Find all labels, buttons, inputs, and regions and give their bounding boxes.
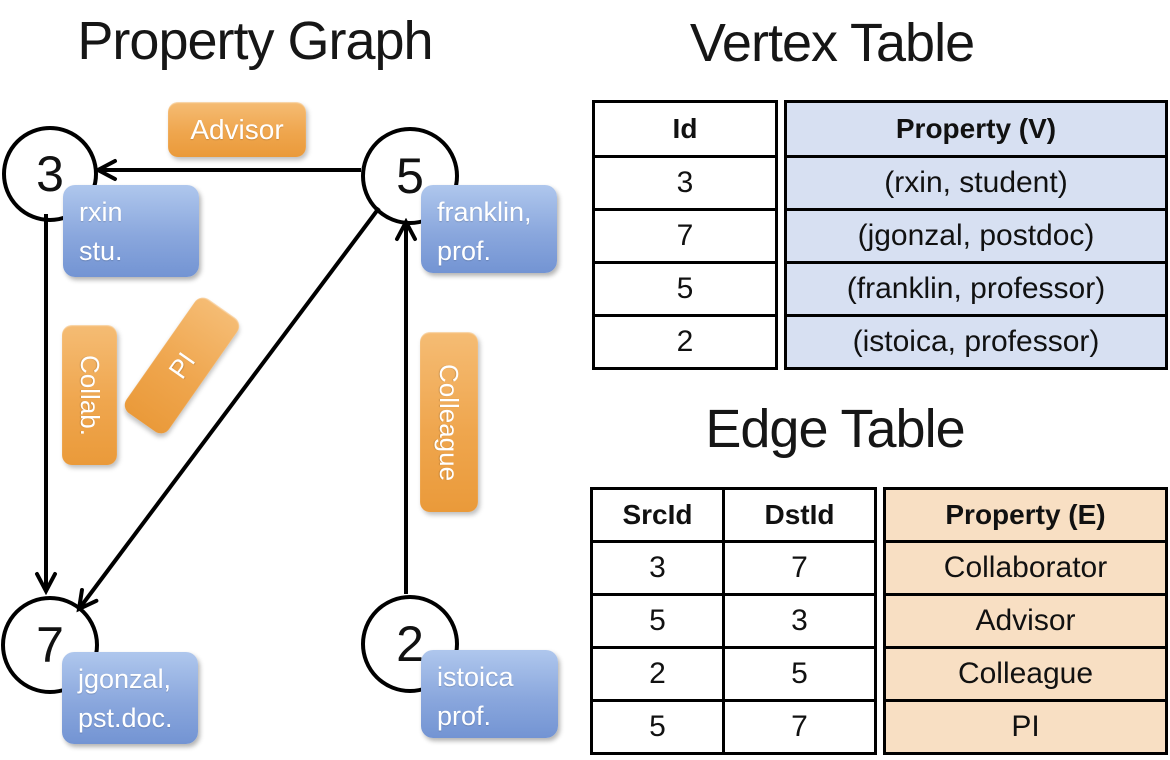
vertex-table-property-column: Property (V)(rxin, student)(jgonzal, pos… xyxy=(784,100,1168,370)
vertex-label-franklin: franklin, prof. xyxy=(421,185,557,273)
table-cell: (rxin, student) xyxy=(784,155,1168,211)
table-cell: 7 xyxy=(592,208,778,264)
node-id: 3 xyxy=(36,146,64,202)
node-id: 7 xyxy=(36,617,64,673)
table-cell: 5 xyxy=(722,646,877,702)
table-cell: 2 xyxy=(592,314,778,370)
column-header: Property (E) xyxy=(883,487,1168,543)
table-row: PI xyxy=(883,699,1168,755)
table-row: Colleague xyxy=(883,646,1168,702)
table-row: (rxin, student) xyxy=(784,155,1168,211)
property-graph-title: Property Graph xyxy=(77,11,433,71)
column-header: DstId xyxy=(722,487,877,543)
column-header: SrcId xyxy=(590,487,725,543)
table-cell: (istoica, professor) xyxy=(784,314,1168,370)
table-cell: (jgonzal, postdoc) xyxy=(784,208,1168,264)
table-cell: 5 xyxy=(590,593,725,649)
table-row: (franklin, professor) xyxy=(784,261,1168,317)
table-cell: Collaborator xyxy=(883,540,1168,596)
vertex-table-title: Vertex Table xyxy=(689,13,975,73)
table-row: 2 xyxy=(592,314,778,370)
node-id: 5 xyxy=(396,148,424,204)
table-cell: 3 xyxy=(590,540,725,596)
table-cell: 7 xyxy=(722,540,877,596)
table-header-row: Property (V) xyxy=(784,100,1168,158)
table-cell: 5 xyxy=(592,261,778,317)
property-graph-panel: Property Graph 3 5 7 2 rxin stu. frankli… xyxy=(0,0,580,760)
table-row: Collaborator xyxy=(883,540,1168,596)
table-cell: 7 xyxy=(722,699,877,755)
edge-table-title: Edge Table xyxy=(705,399,965,459)
table-cell: Advisor xyxy=(883,593,1168,649)
table-cell: (franklin, professor) xyxy=(784,261,1168,317)
table-cell: 3 xyxy=(592,155,778,211)
edge-label-colleague: Colleague xyxy=(420,332,478,512)
table-header-row: Id xyxy=(592,100,778,158)
table-row: Advisor xyxy=(883,593,1168,649)
edge-label-advisor: Advisor xyxy=(168,102,306,157)
vertex-label-istoica: istoica prof. xyxy=(421,650,558,738)
table-row: 3 xyxy=(592,155,778,211)
table-header-row: Property (E) xyxy=(883,487,1168,543)
table-cell: 3 xyxy=(722,593,877,649)
table-row: 7 xyxy=(592,208,778,264)
table-cell: Colleague xyxy=(883,646,1168,702)
vertex-label-rxin: rxin stu. xyxy=(63,185,199,277)
column-header: Property (V) xyxy=(784,100,1168,158)
vertex-label-jgonzal: jgonzal, pst.doc. xyxy=(62,652,198,744)
graph-edges-layer xyxy=(0,0,580,760)
graph-node-2: 2 xyxy=(361,595,459,693)
edge-arrow-5-to-7 xyxy=(79,206,381,609)
column-header: Id xyxy=(592,100,778,158)
table-cell: 5 xyxy=(590,699,725,755)
table-row: (jgonzal, postdoc) xyxy=(784,208,1168,264)
table-row: 5 xyxy=(592,261,778,317)
table-cell: 2 xyxy=(590,646,725,702)
node-id: 2 xyxy=(396,616,424,672)
table-row: (istoica, professor) xyxy=(784,314,1168,370)
table-cell: PI xyxy=(883,699,1168,755)
edge-label-collab: Collab. xyxy=(62,325,117,465)
